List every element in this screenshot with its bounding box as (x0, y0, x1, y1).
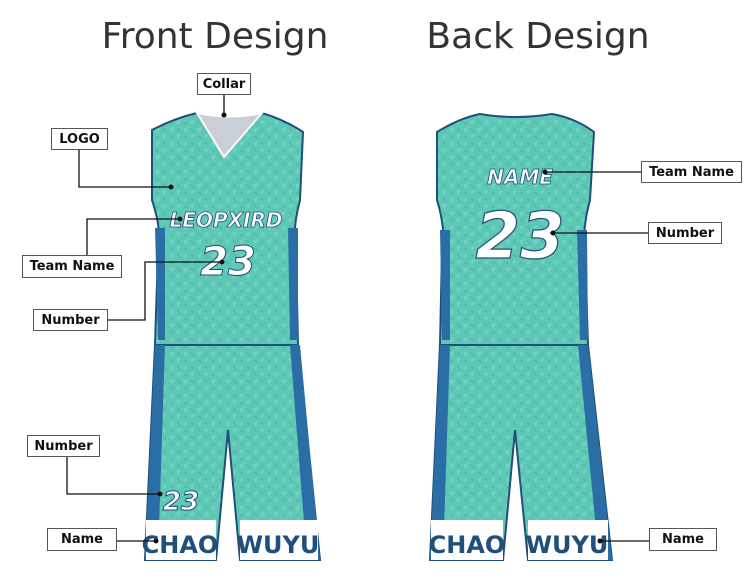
back-number-text: 23 (475, 200, 564, 274)
back-jersey-top: NAME 23 (436, 112, 596, 346)
back-name-text: NAME (487, 165, 553, 189)
front-team-name-label: Team Name (22, 255, 122, 278)
leader-dots (153, 112, 603, 544)
front-number-label: Number (33, 309, 108, 331)
back-team-name-label: Team Name (641, 161, 742, 183)
front-design-title: Front Design (101, 16, 329, 57)
shorts-number-label: Number (27, 435, 100, 457)
front-jersey-top: LEOPXIRD 23 (151, 111, 305, 346)
leader-lines (66, 95, 649, 542)
front-name-label: Name (47, 528, 117, 551)
shorts-name-left-text: CHAO (142, 531, 219, 559)
collar-label: Collar (197, 73, 251, 95)
back-shorts-name-left-text: CHAO (429, 531, 506, 559)
back-shorts-name-right-text: WUYU (526, 531, 609, 559)
shorts-name-right-text: WUYU (237, 531, 320, 559)
back-design-title: Back Design (426, 16, 650, 57)
back-name-label: Name (649, 528, 717, 551)
back-shorts: CHAO WUYU (429, 344, 614, 561)
logo-label: LOGO (51, 128, 108, 150)
front-team-name-text: LEOPXIRD (170, 208, 283, 232)
shorts-number-text: 23 (163, 487, 199, 517)
back-number-label: Number (648, 222, 722, 244)
front-shorts: 23 CHAO WUYU (142, 344, 322, 561)
